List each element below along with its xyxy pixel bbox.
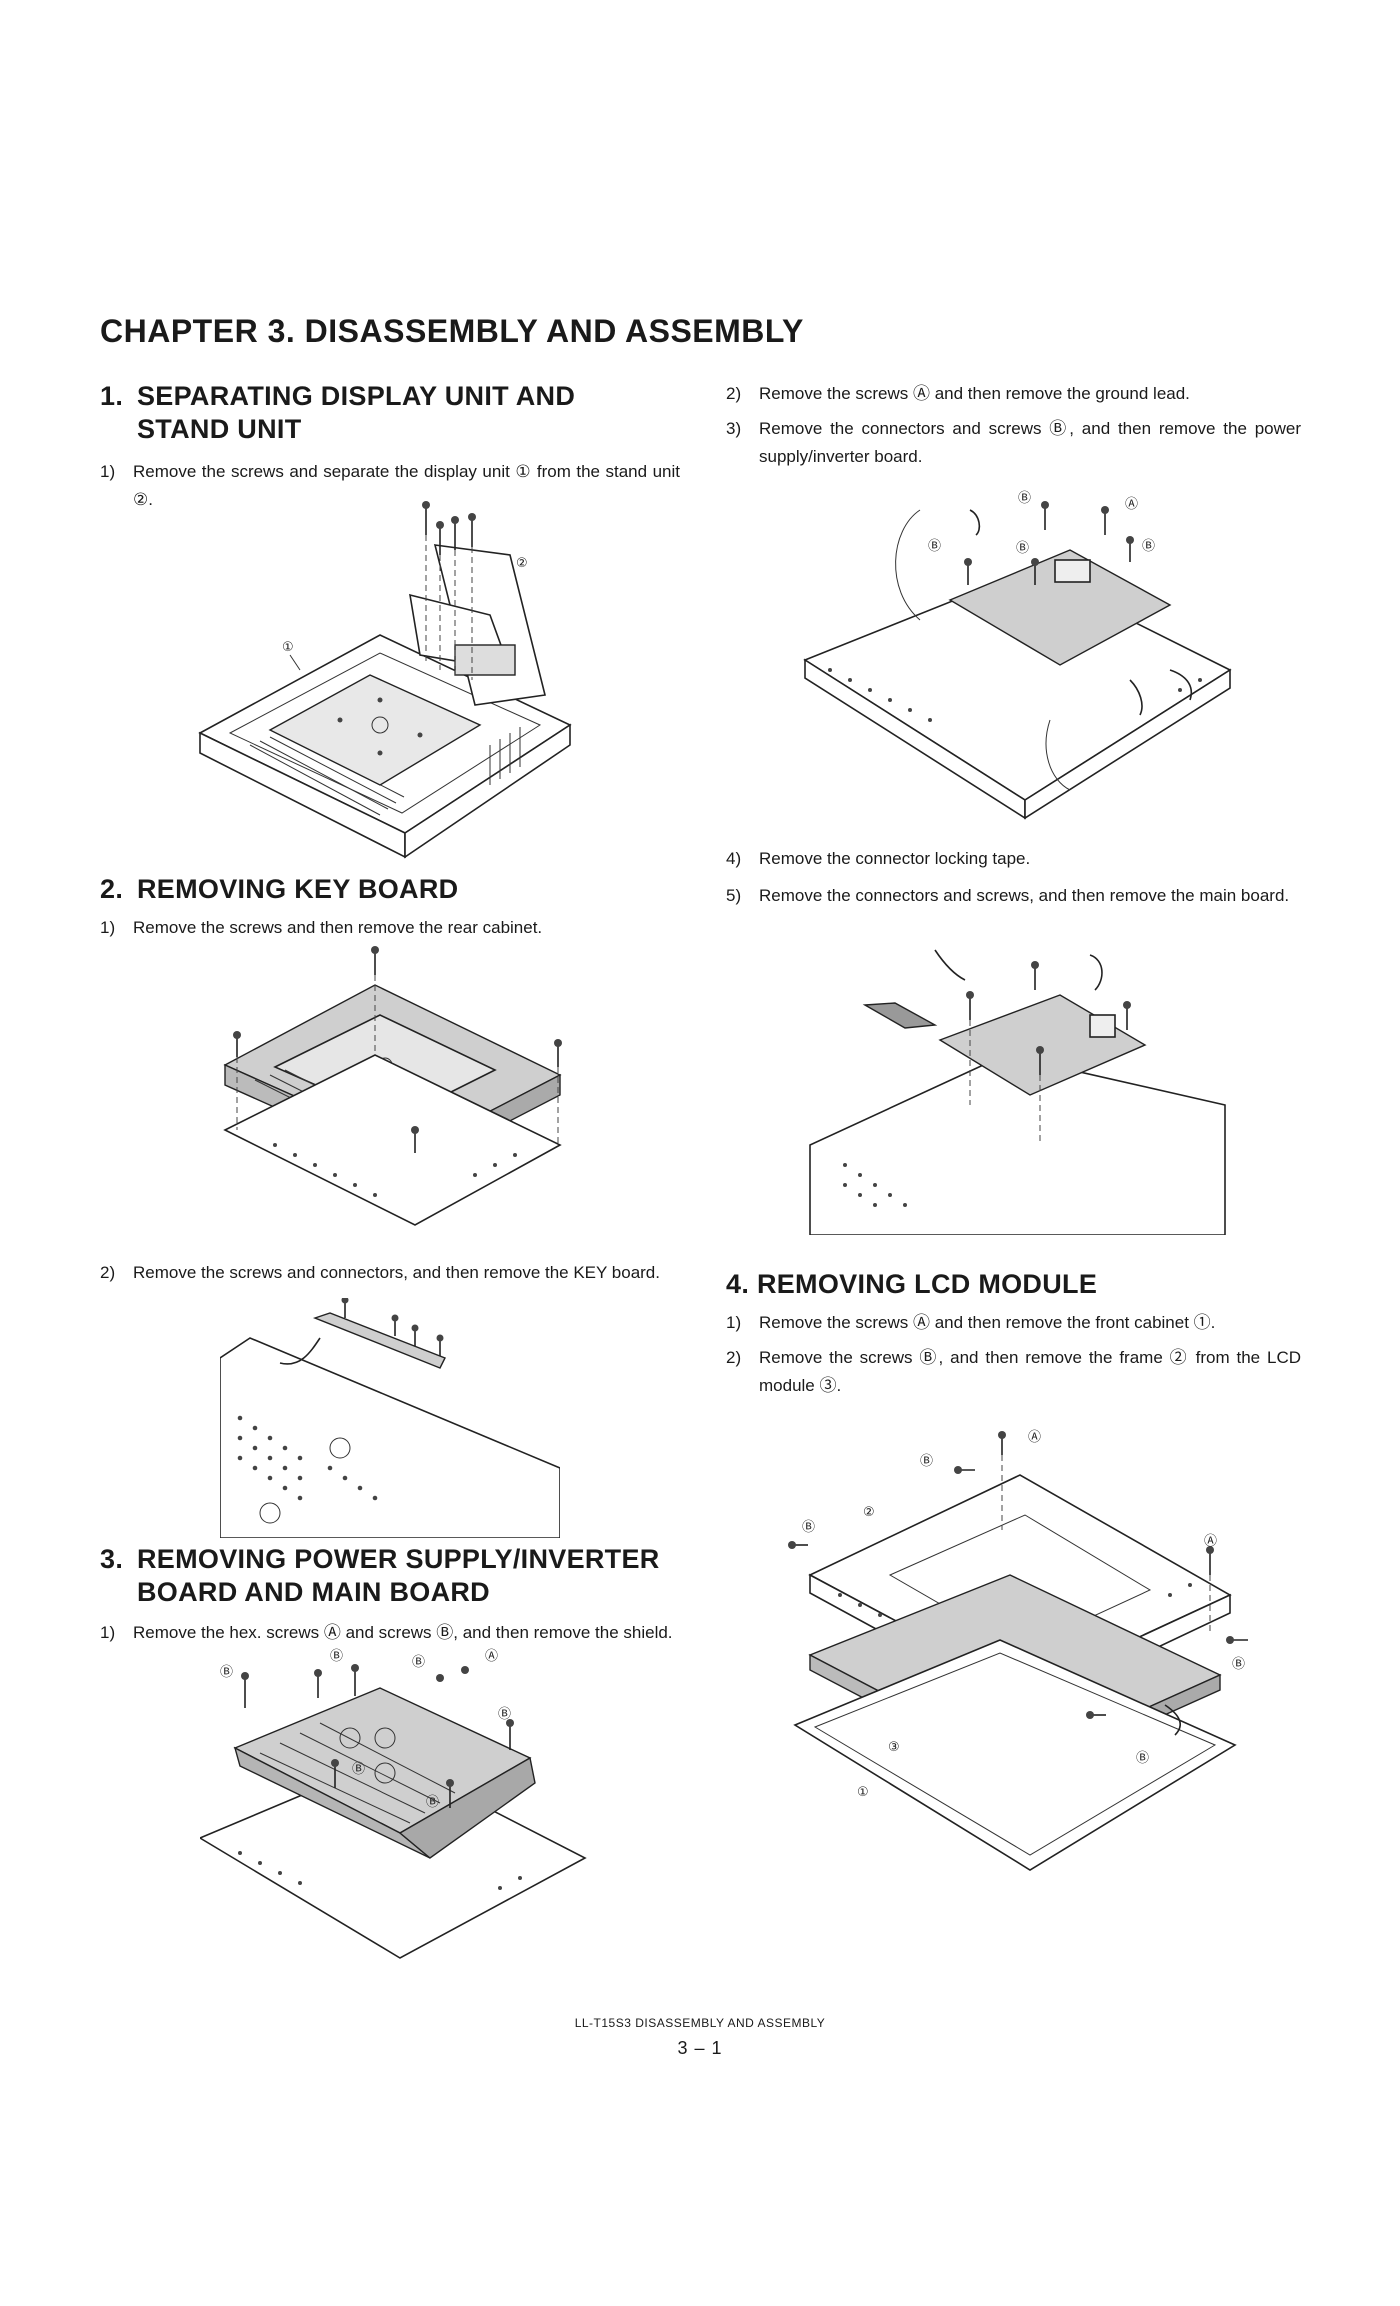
step-text: Remove the screws Ⓑ, and then remove the…: [759, 1348, 1301, 1395]
callout-b: Ⓑ: [920, 1454, 933, 1469]
callout-b: Ⓑ: [1136, 1751, 1149, 1766]
callout-lcd-module: ③: [888, 1740, 900, 1755]
callout-a: Ⓐ: [1204, 1534, 1217, 1549]
step-text: Remove the screws and connectors, and th…: [133, 1263, 660, 1282]
step-text: Remove the screws Ⓐ and then remove the …: [759, 384, 1190, 403]
step-number: 2): [100, 1263, 116, 1282]
figure-separate-display-stand: ① ②: [198, 501, 572, 859]
section-heading: 1. SEPARATING DISPLAY UNIT AND STAND UNIT: [100, 380, 680, 446]
step-number: 1): [100, 918, 116, 937]
callout-stand-unit: ②: [516, 556, 528, 571]
step-text: Remove the screws and then remove the re…: [133, 918, 543, 937]
step: 1) Remove the screws Ⓐ and then remove t…: [726, 1309, 1301, 1337]
step-number: 5): [726, 886, 742, 905]
step: 4) Remove the connector locking tape.: [726, 845, 1301, 873]
step: 2) Remove the screws Ⓑ, and then remove …: [726, 1344, 1301, 1400]
callout-b: Ⓑ: [426, 1795, 439, 1810]
step-text: Remove the screws Ⓐ and then remove the …: [759, 1313, 1216, 1332]
callout-b: Ⓑ: [1142, 539, 1155, 554]
callout-b: Ⓑ: [1016, 541, 1029, 556]
section-title-line2: STAND UNIT: [137, 414, 302, 444]
callout-front-cabinet: ①: [857, 1785, 869, 1800]
callout-b: Ⓑ: [802, 1520, 815, 1535]
section-heading: 4. REMOVING LCD MODULE: [726, 1268, 1301, 1301]
step-row: 2) Remove the screws and connectors, and…: [100, 1259, 680, 1287]
section-title-line1: REMOVING KEY BOARD: [137, 874, 459, 904]
section-title-line2: BOARD AND MAIN BOARD: [137, 1577, 490, 1607]
callout-b: Ⓑ: [330, 1649, 343, 1664]
section-number: 2.: [100, 874, 124, 904]
step-number: 3): [726, 419, 742, 438]
callout-display-unit: ①: [282, 640, 294, 655]
figure-remove-key-board: [220, 1298, 560, 1538]
section-removing-key-board: 2. REMOVING KEY BOARD 1) Remove the screw…: [100, 873, 680, 942]
section-3-continued: 2) Remove the screws Ⓐ and then remove t…: [726, 380, 1301, 471]
section-heading: 2. REMOVING KEY BOARD: [100, 873, 680, 906]
figure-remove-power-supply-board: Ⓑ Ⓐ Ⓑ Ⓑ Ⓑ: [803, 491, 1232, 820]
step-number: 2): [726, 1348, 742, 1367]
step: 2) Remove the screws Ⓐ and then remove t…: [726, 380, 1301, 408]
callout-frame: ②: [863, 1505, 875, 1520]
callout-b: Ⓑ: [1018, 491, 1031, 506]
step: 1) Remove the hex. screws Ⓐ and screws Ⓑ…: [100, 1619, 680, 1647]
step-text: Remove the connector locking tape.: [759, 849, 1031, 868]
step-text: Remove the connectors and screws, and th…: [759, 886, 1290, 905]
callout-b: Ⓑ: [1232, 1657, 1245, 1672]
figure-remove-shield: Ⓑ Ⓑ Ⓑ Ⓐ Ⓑ Ⓑ Ⓑ: [200, 1649, 587, 1959]
figure-remove-rear-cabinet: [223, 946, 562, 1226]
section-title-line1: REMOVING LCD MODULE: [756, 1269, 1098, 1299]
section-number: 4.: [726, 1269, 750, 1299]
callout-b: Ⓑ: [352, 1762, 365, 1777]
section-title-line1: SEPARATING DISPLAY UNIT AND: [137, 381, 576, 411]
section-removing-power-supply: 3. REMOVING POWER SUPPLY/INVERTER BOARD A…: [100, 1543, 680, 1647]
callout-a: Ⓐ: [485, 1649, 498, 1664]
figure-remove-lcd-module: Ⓐ Ⓑ ② Ⓑ Ⓐ Ⓑ ③ Ⓑ ①: [788, 1430, 1248, 1871]
step: 5) Remove the connectors and screws, and…: [726, 882, 1301, 910]
step-number: 2): [726, 384, 742, 403]
step-text: Remove the hex. screws Ⓐ and screws Ⓑ, a…: [133, 1623, 673, 1642]
step-number: 1): [100, 1623, 116, 1642]
step-text: Remove the screws and separate the displ…: [133, 462, 680, 509]
section-removing-lcd-module: 4. REMOVING LCD MODULE 1) Remove the scr…: [726, 1268, 1301, 1400]
figure-remove-main-board: [809, 949, 1226, 1235]
step-number: 1): [726, 1313, 742, 1332]
callout-a: Ⓐ: [1125, 497, 1138, 512]
step: 2) Remove the screws and connectors, and…: [100, 1259, 680, 1287]
callout-b: Ⓑ: [498, 1707, 511, 1722]
step: 3) Remove the connectors and screws Ⓑ, a…: [726, 415, 1301, 471]
section-heading: 3. REMOVING POWER SUPPLY/INVERTER BOARD A…: [100, 1543, 680, 1609]
section-title-line1: REMOVING POWER SUPPLY/INVERTER: [137, 1544, 660, 1574]
section-number: 3.: [100, 1544, 124, 1574]
section-3-steps-4-5: 4) Remove the connector locking tape. 5)…: [726, 845, 1301, 910]
step-number: 4): [726, 849, 742, 868]
footer-model-line: LL-T15S3 DISASSEMBLY AND ASSEMBLY: [574, 2016, 826, 2030]
callout-b: Ⓑ: [928, 539, 941, 554]
callout-b: Ⓑ: [220, 1665, 233, 1680]
step-number: 1): [100, 462, 116, 481]
callout-b: Ⓑ: [412, 1655, 425, 1670]
callout-a: Ⓐ: [1028, 1430, 1041, 1445]
step: 1) Remove the screws and then remove the…: [100, 914, 680, 942]
page-number: 3 – 1: [677, 2038, 723, 2058]
chapter-title: CHAPTER 3. DISASSEMBLY AND ASSEMBLY: [100, 313, 804, 349]
section-separating-display: 1. SEPARATING DISPLAY UNIT AND STAND UNIT…: [100, 380, 680, 514]
step: 1) Remove the screws and separate the di…: [100, 458, 680, 514]
section-number: 1.: [100, 381, 124, 411]
step-text: Remove the connectors and screws Ⓑ, and …: [759, 419, 1301, 466]
